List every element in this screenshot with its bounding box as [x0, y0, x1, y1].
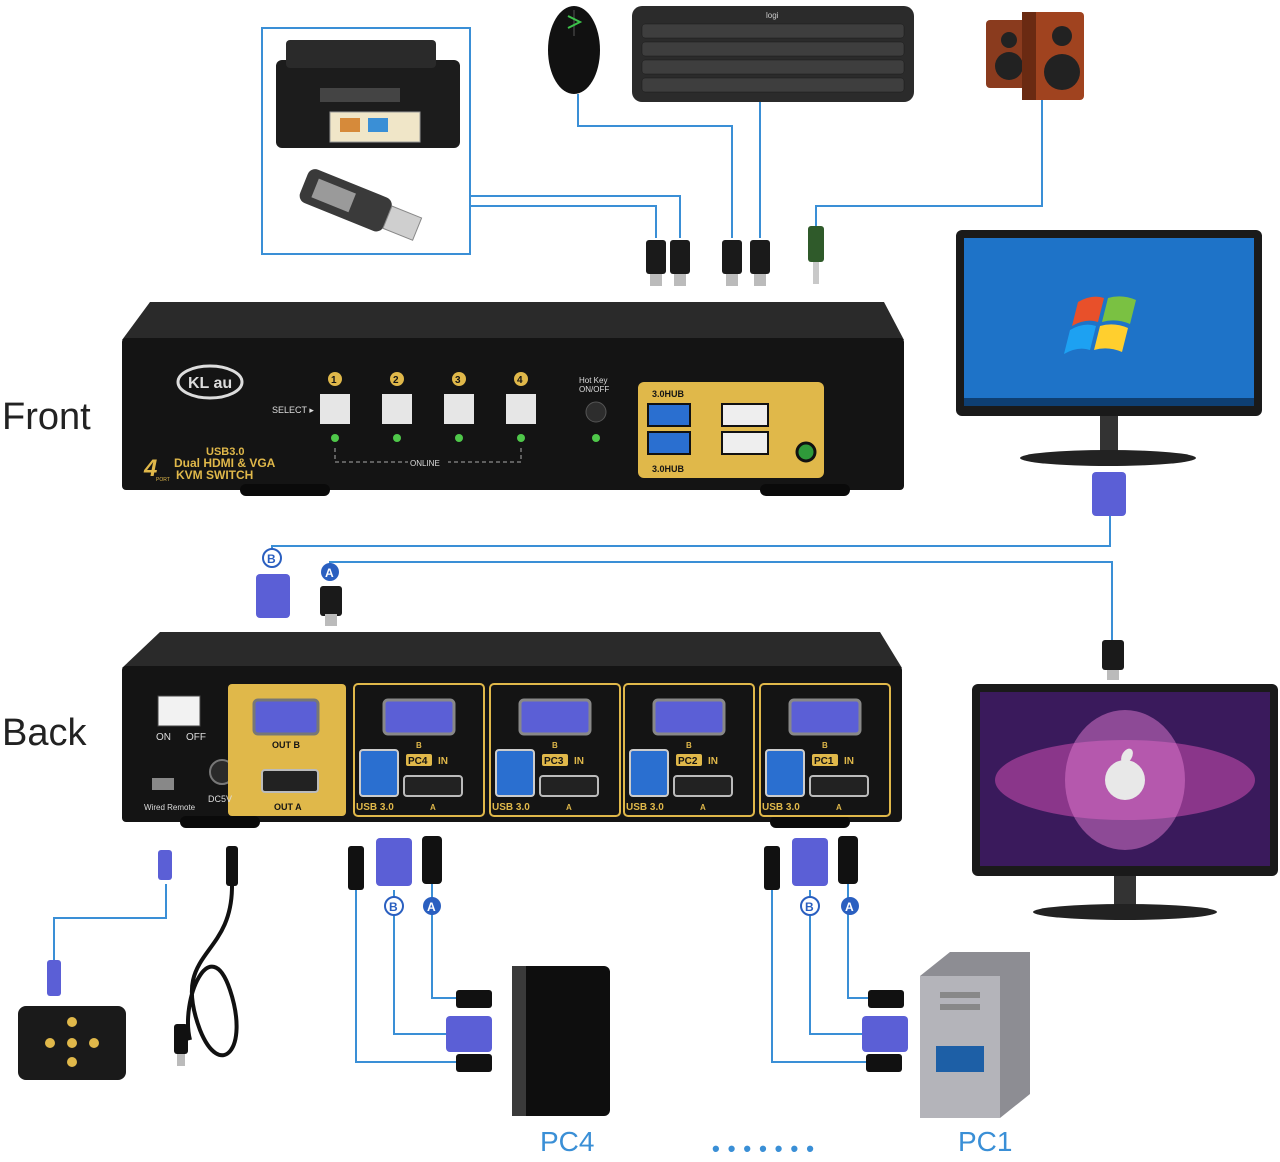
keyboard-brand-label: logi: [766, 11, 779, 20]
usb-b-port: [765, 749, 805, 797]
port-in-label: IN: [708, 756, 718, 767]
port-group-pc1: PC1 IN USB 3.0 B A: [759, 683, 891, 817]
port-in-label: IN: [438, 756, 448, 767]
usb2-port-top: [721, 403, 769, 427]
vga-port: [382, 698, 456, 736]
port-pc-label: PC2: [678, 756, 698, 767]
usb-plug-icon: [646, 240, 770, 286]
printer-icon: [276, 40, 460, 148]
port-group-pc2: PC2 IN USB 3.0 B A: [623, 683, 755, 817]
port-group-pc3: PC3 IN USB 3.0 B A: [489, 683, 621, 817]
power-adapter-cable-icon: [174, 846, 239, 1066]
port-a-label: A: [566, 803, 572, 812]
usb2-port-bottom: [721, 431, 769, 455]
select-button-4: [506, 394, 536, 424]
port-in-label: IN: [844, 756, 854, 767]
usb-b-port: [495, 749, 535, 797]
apple-monitor: [972, 684, 1278, 920]
keyboard-icon: logi: [632, 6, 914, 102]
pc4-label: PC4: [540, 1126, 595, 1157]
brand-logo: [176, 364, 244, 400]
port-b-label: B: [686, 741, 692, 750]
usb3-port-bottom: [647, 431, 691, 455]
port-b-label: B: [416, 741, 422, 750]
port-usb-label: USB 3.0: [762, 802, 800, 813]
port-a-label: A: [430, 803, 436, 812]
vga-plug-icon: [1092, 472, 1126, 516]
usb3-port-top: [647, 403, 691, 427]
port-pc-label: PC1: [814, 756, 834, 767]
windows-monitor: [956, 230, 1262, 466]
port-pc-label: PC4: [408, 756, 428, 767]
select-button-2: [382, 394, 412, 424]
hdmi-port: [539, 775, 599, 797]
back-label: Back: [2, 712, 87, 754]
hotkey-button: [585, 401, 607, 423]
more-pcs-dots: •••••••: [712, 1136, 822, 1161]
port-usb-label: USB 3.0: [626, 802, 664, 813]
vga-port: [788, 698, 862, 736]
port-pc-label: PC3: [544, 756, 564, 767]
select-button-1: [320, 394, 350, 424]
wired-remote-icon: [18, 1006, 126, 1080]
kvm-front-unit: [122, 302, 904, 496]
port-b-label: B: [552, 741, 558, 750]
port-b-label: B: [822, 741, 828, 750]
port-usb-label: USB 3.0: [356, 802, 394, 813]
pc4-mini-pc-icon: [512, 966, 610, 1116]
port-a-label: A: [700, 803, 706, 812]
hdmi-plug-icon: [320, 586, 342, 616]
audio-plug-icon: [808, 226, 824, 284]
usb-b-port: [629, 749, 669, 797]
kvm-back-unit: PC4 IN USB 3.0 B A PC3 IN USB 3.0 B A PC2 IN USB 3.0…: [122, 632, 902, 828]
pc1-tower-icon: [920, 952, 1030, 1118]
port-usb-label: USB 3.0: [492, 802, 530, 813]
vga-port: [518, 698, 592, 736]
front-label: Front: [2, 396, 91, 438]
hdmi-plug-icon: [1102, 640, 1124, 670]
power-switch: [157, 695, 201, 727]
hdmi-port: [673, 775, 733, 797]
usb-b-port: [359, 749, 399, 797]
mouse-icon: [548, 6, 600, 94]
audio-jack: [795, 441, 817, 463]
windows-logo-icon: [1064, 296, 1136, 354]
speakers-icon: [986, 12, 1084, 100]
vga-plug-icon: [256, 574, 290, 618]
peripheral-box: [261, 27, 471, 255]
apple-logo-icon: [1105, 748, 1145, 800]
port-a-label: A: [836, 803, 842, 812]
port-in-label: IN: [574, 756, 584, 767]
hdmi-port: [809, 775, 869, 797]
mini-usb-port: [152, 778, 174, 790]
port-group-pc4: PC4 IN USB 3.0 B A: [353, 683, 485, 817]
usb-hub-panel: [638, 382, 824, 478]
vga-port: [652, 698, 726, 736]
usb-stick-icon: [299, 169, 423, 241]
hdmi-port: [403, 775, 463, 797]
pc1-label: PC1: [958, 1126, 1013, 1157]
select-button-3: [444, 394, 474, 424]
